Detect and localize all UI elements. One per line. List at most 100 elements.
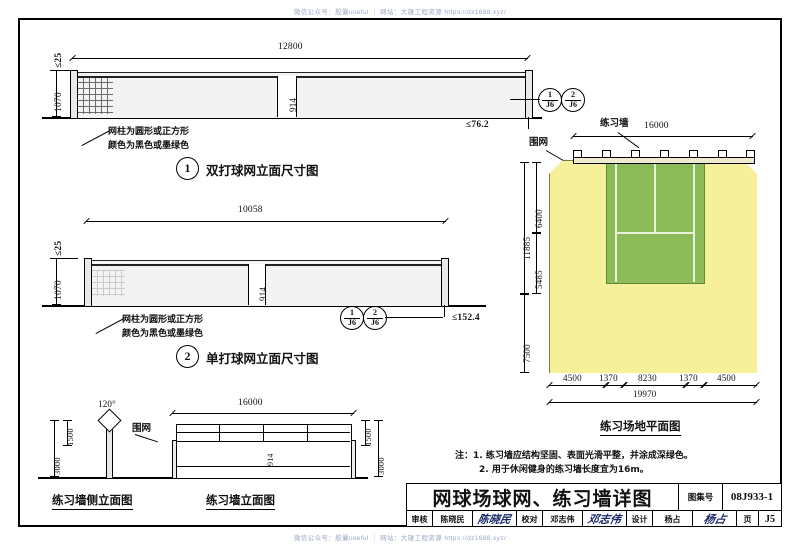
net-cord-2 bbox=[88, 264, 444, 266]
wall-post-7 bbox=[746, 150, 755, 158]
dim-16000-elev: 16000 bbox=[238, 398, 263, 408]
check-signature: 邓志伟 bbox=[586, 513, 623, 526]
net-band-2 bbox=[88, 260, 444, 307]
check-label: 校对 bbox=[517, 511, 543, 527]
title-block: 网球场球网、练习墙详图 图集号 08J933-1 审核 陈晓民 陈晓民 校对 邓… bbox=[406, 483, 782, 527]
wall-post-3 bbox=[631, 150, 640, 158]
wall-post-2 bbox=[602, 150, 611, 158]
wall-post-5 bbox=[689, 150, 698, 158]
figure-title-3: 练习墙侧立面图 bbox=[52, 492, 133, 510]
fence-top-diamond bbox=[97, 408, 122, 433]
dim-3000-side: 3000 bbox=[52, 457, 62, 475]
figure-title-1: 双打球网立面尺寸图 bbox=[206, 163, 319, 178]
dim-7500: 7500 bbox=[522, 344, 532, 363]
atlas-label: 图集号 bbox=[679, 484, 723, 510]
design-signature: 杨占 bbox=[702, 513, 727, 526]
dim-914-1: 914 bbox=[288, 97, 298, 112]
dim-line-5485 bbox=[532, 233, 541, 294]
dim-line-8230 bbox=[624, 385, 686, 386]
dim-4500-right: 4500 bbox=[717, 373, 736, 383]
wall-line-mid bbox=[176, 441, 350, 442]
detail-bubble-2b[interactable]: 2 J6 bbox=[363, 306, 387, 330]
leader-line-2 bbox=[95, 318, 125, 334]
ext-line-c bbox=[50, 258, 78, 259]
ext-line-d bbox=[50, 305, 78, 306]
bubble-number: 2 bbox=[367, 309, 383, 319]
detail-bubble-1b[interactable]: 2 J6 bbox=[561, 88, 585, 112]
dim-5485: 5485 bbox=[534, 270, 544, 289]
dim-line-11885 bbox=[520, 162, 529, 294]
dim-line-16000-plan bbox=[573, 136, 753, 137]
dim-914-2: 914 bbox=[258, 286, 268, 301]
detail-bubble-2a[interactable]: 1 J6 bbox=[340, 306, 364, 330]
dim-914-wall: 914 bbox=[266, 453, 275, 466]
dim-line-19970 bbox=[549, 402, 757, 403]
bubble-sheet: J6 bbox=[348, 318, 356, 327]
dim-1070-2: 1070 bbox=[54, 280, 64, 300]
dim-line-3000-elev bbox=[374, 420, 383, 477]
dim-line-12800 bbox=[72, 58, 528, 59]
bubble-number: 2 bbox=[565, 91, 581, 101]
bubble-leader-1 bbox=[510, 99, 540, 100]
note-post-color-1: 颜色为黑色或墨绿色 bbox=[108, 141, 190, 151]
wall-line-low bbox=[176, 466, 350, 467]
notes-prefix: 注： bbox=[455, 451, 474, 461]
bubble-sheet: J6 bbox=[371, 318, 379, 327]
wall-div-3 bbox=[307, 424, 308, 441]
dim-line-4500-r bbox=[704, 385, 757, 386]
dim-6400: 6400 bbox=[534, 209, 544, 228]
net-cord-1 bbox=[74, 76, 528, 78]
bubble-sheet: J6 bbox=[546, 100, 554, 109]
dim-1370-right: 1370 bbox=[679, 373, 698, 383]
dim-1070: 1070 bbox=[54, 92, 64, 112]
court-line-sideline-right bbox=[693, 162, 695, 282]
dim-1500-side: 1500 bbox=[65, 428, 75, 446]
dim-line-7500 bbox=[520, 294, 529, 373]
detail-bubble-1a[interactable]: 1 J6 bbox=[538, 88, 562, 112]
ext-line-b bbox=[50, 117, 78, 118]
label-practice-wall: 练习墙 bbox=[600, 118, 629, 129]
bubble-number: 1 bbox=[344, 309, 360, 319]
dim-line-1500 bbox=[63, 420, 72, 446]
dim-1500-elev: 1500 bbox=[363, 428, 373, 446]
dim-line-4500-l bbox=[549, 385, 606, 386]
wall-div-1 bbox=[219, 424, 220, 441]
check-name: 邓志伟 bbox=[543, 511, 583, 527]
court-line-service bbox=[615, 232, 694, 234]
notes-block: 注：1. 练习墙应结构坚固、表面光滑平整，并涂成深绿色。 2. 用于休闲健身的练… bbox=[455, 450, 693, 477]
net-post-right-1 bbox=[525, 70, 533, 119]
note-line-1: 注：1. 练习墙应结构坚固、表面光滑平整，并涂成深绿色。 bbox=[455, 450, 693, 464]
center-strap-1 bbox=[277, 76, 297, 117]
page-number: J5 bbox=[765, 513, 775, 525]
dim-4500-left: 4500 bbox=[563, 373, 582, 383]
dim-line-1370-l bbox=[606, 385, 624, 386]
page-label: 页 bbox=[737, 511, 759, 527]
bubble-sheet: J6 bbox=[569, 100, 577, 109]
dim-line-16000-elev bbox=[172, 413, 354, 414]
bubble-number: 1 bbox=[542, 91, 558, 101]
wall-post-6 bbox=[718, 150, 727, 158]
design-name: 杨占 bbox=[653, 511, 693, 527]
note-item-1: 1. 练习墙应结构坚固、表面光滑平整，并涂成深绿色。 bbox=[473, 451, 693, 461]
net-mesh-2 bbox=[91, 270, 125, 296]
sheet-title: 网球场球网、练习墙详图 bbox=[407, 484, 679, 510]
dim-8230: 8230 bbox=[638, 373, 657, 383]
atlas-number: 08J933-1 bbox=[730, 491, 774, 503]
dim-line-10058 bbox=[86, 221, 446, 222]
dim-25: ≤25 bbox=[54, 52, 64, 68]
figure-title-4: 练习墙立面图 bbox=[206, 492, 275, 510]
dim-25-2: ≤25 bbox=[54, 240, 64, 256]
label-fence-plan: 围网 bbox=[529, 137, 549, 148]
dim-16000-plan: 16000 bbox=[644, 121, 669, 131]
wall-leader-plan bbox=[617, 132, 640, 149]
review-signature: 陈晓民 bbox=[476, 513, 513, 526]
net-band-1 bbox=[74, 72, 528, 119]
wall-body bbox=[176, 424, 352, 479]
dim-12800: 12800 bbox=[278, 42, 303, 52]
dim-line-1500-elev bbox=[361, 420, 370, 446]
dim-line-3000 bbox=[50, 420, 59, 477]
dim-120deg: 120° bbox=[98, 399, 116, 409]
center-strap-2 bbox=[248, 264, 266, 305]
note-item-2: 2. 用于休闲健身的练习墙长度宜为16m。 bbox=[479, 464, 649, 475]
